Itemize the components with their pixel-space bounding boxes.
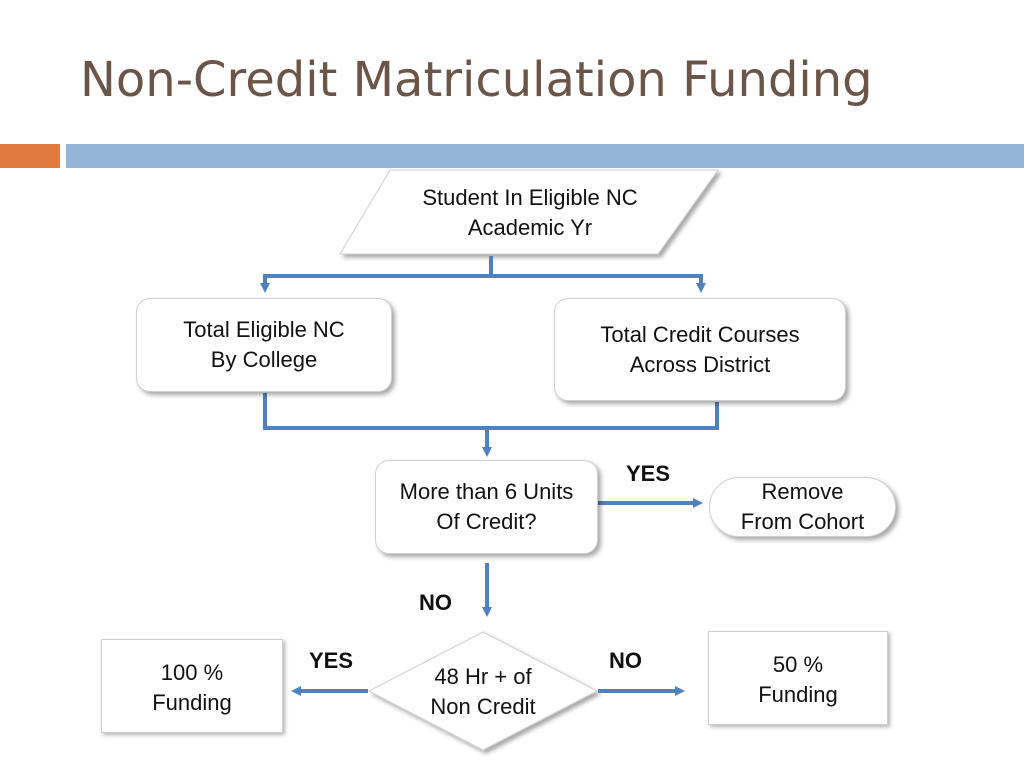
label-yes-remove: YES <box>626 461 671 486</box>
decision-diamond <box>367 631 599 751</box>
total-credit-courses-box: Total Credit Courses Across District <box>554 298 846 401</box>
decision-hours-text: 48 Hr + of Non Credit <box>430 664 536 719</box>
start-parallelogram <box>339 169 719 255</box>
slide-title: Non-Credit Matriculation Funding <box>80 52 873 108</box>
label-yes-funding-100: YES <box>309 648 354 673</box>
accent-bar-orange <box>0 144 60 168</box>
decision-units-box: More than 6 Units Of Credit? <box>375 460 598 554</box>
accent-bar-blue <box>66 144 1024 168</box>
funding-50-box: 50 % Funding <box>708 631 888 725</box>
label-no-funding-50: NO <box>609 648 642 673</box>
funding-100-box: 100 % Funding <box>101 639 283 733</box>
label-no-down: NO <box>419 590 452 615</box>
start-node-text: Student In Eligible NC Academic Yr <box>422 185 638 240</box>
total-eligible-nc-box: Total Eligible NC By College <box>136 298 392 392</box>
remove-from-cohort-box: Remove From Cohort <box>709 477 896 537</box>
